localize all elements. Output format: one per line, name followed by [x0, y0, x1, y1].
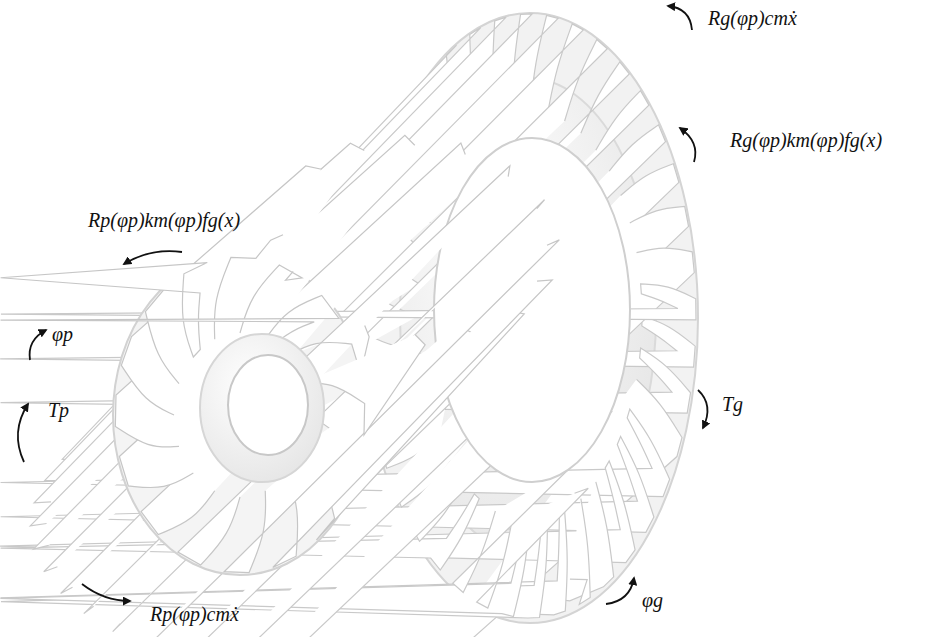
pinion-bore [228, 355, 308, 455]
gear-tooth [477, 488, 589, 608]
rotation-arrow [668, 6, 692, 30]
force-label: Tg [722, 392, 743, 416]
pinion-gear [1, 135, 560, 575]
force-label: Rp(φp)cmẋ [150, 602, 239, 626]
rotation-arrow [124, 251, 182, 264]
force-label: Rg(φp)cmẋ [708, 6, 797, 30]
force-label: Rg(φp)km(φp)fg(x) [730, 128, 882, 152]
force-label: φg [642, 588, 663, 612]
rotation-arrow [606, 578, 634, 604]
ring-gear-bore [434, 138, 630, 482]
gear-tooth [570, 499, 590, 605]
rotation-arrow [18, 404, 28, 462]
rotation-arrow [698, 390, 707, 428]
gear-tooth [1, 295, 339, 344]
force-label: φp [52, 322, 73, 346]
rotation-arrow [30, 330, 46, 360]
gear-tooth [34, 17, 506, 503]
force-label: Tp [48, 398, 69, 422]
rotation-arrow [82, 584, 130, 601]
force-label: Rp(φp)km(φp)fg(x) [88, 208, 240, 232]
pinion-teeth [1, 135, 560, 572]
ring-gear-teeth [0, 14, 696, 637]
rotation-arrow [680, 128, 695, 162]
ring-gear [0, 13, 698, 637]
pinion-hub [200, 334, 324, 482]
